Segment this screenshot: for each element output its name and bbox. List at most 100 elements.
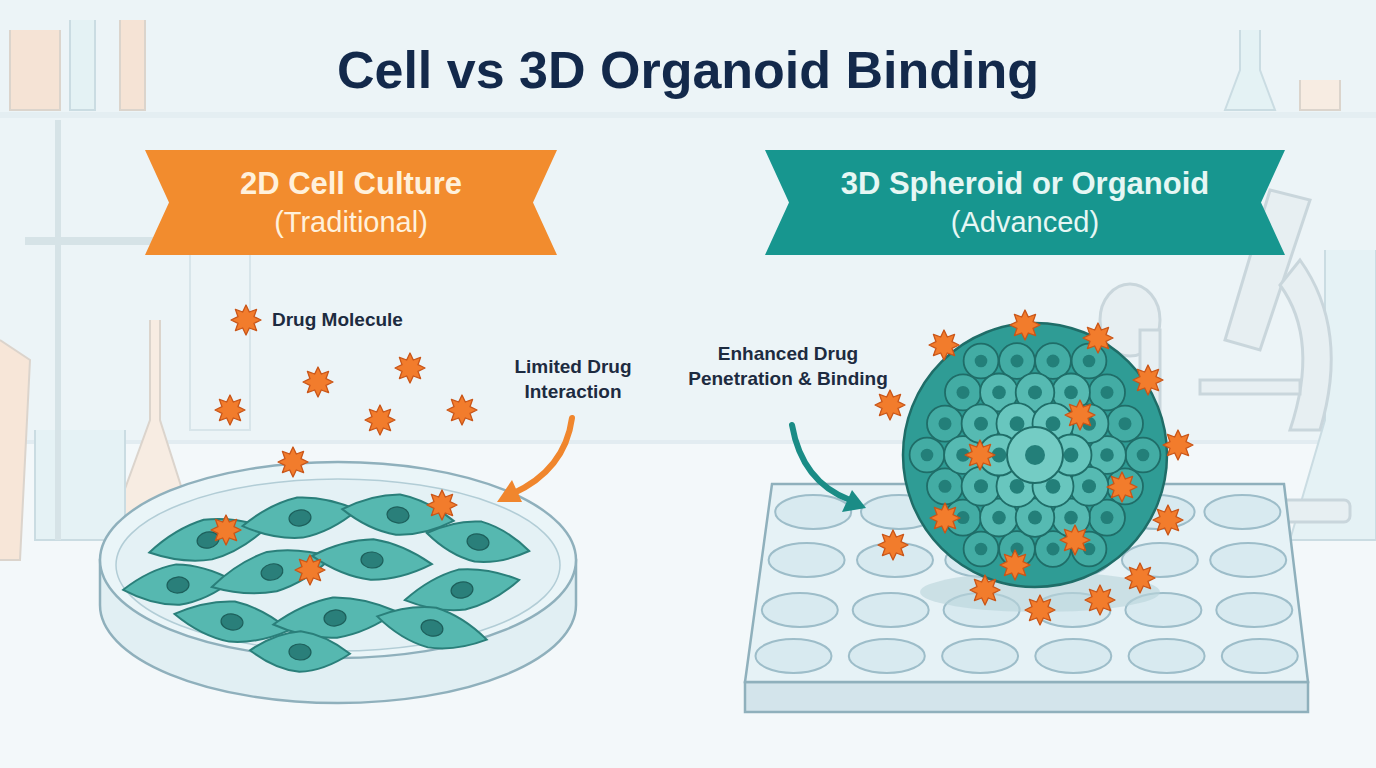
cell-nucleus <box>957 386 970 399</box>
drug-molecule <box>1010 310 1040 340</box>
well <box>1210 543 1286 577</box>
spheroid-cell <box>964 344 999 379</box>
cell-nucleus <box>1028 385 1042 399</box>
drug-molecule <box>1107 472 1137 502</box>
dish-rim <box>100 462 576 658</box>
flat-cell <box>207 537 337 606</box>
stand-clamp <box>25 237 155 245</box>
flask <box>0 340 30 560</box>
cell-nucleus <box>974 417 988 431</box>
drug-molecule <box>447 395 477 425</box>
cell-nucleus <box>1101 511 1114 524</box>
cell-nucleus <box>420 618 445 638</box>
cell-nucleus <box>1046 479 1061 494</box>
flask <box>1225 30 1275 110</box>
well <box>1035 639 1111 673</box>
drug-molecule <box>1025 595 1055 625</box>
cell-nucleus <box>1010 479 1025 494</box>
drug-molecule <box>1085 585 1115 615</box>
cell-nucleus <box>1047 355 1060 368</box>
drug-molecule <box>1133 365 1163 395</box>
callout-label: Enhanced Drug Penetration & Binding <box>688 342 888 391</box>
dish-floor <box>116 479 560 651</box>
petri-dish <box>100 462 576 703</box>
cell-nucleus <box>992 386 1006 400</box>
banner-ribbon <box>765 150 1285 255</box>
cell-nucleus <box>974 479 988 493</box>
cell-body <box>373 596 491 659</box>
drug-molecule <box>929 330 959 360</box>
cell-nucleus <box>1046 416 1061 431</box>
cell-nucleus <box>1101 386 1114 399</box>
drug-molecule <box>1000 550 1030 580</box>
spheroid-body <box>903 323 1167 587</box>
cell-nucleus <box>1119 417 1132 430</box>
well <box>769 543 845 577</box>
drug-molecule <box>215 395 245 425</box>
beaker <box>10 30 60 110</box>
back-wall <box>0 0 1376 440</box>
cell-body <box>240 489 361 545</box>
banner-heading: 2D Cell Culture <box>240 165 462 204</box>
cylinder <box>70 20 95 110</box>
drug-molecule <box>965 440 995 470</box>
flat-cell <box>249 630 350 674</box>
cell-nucleus <box>921 449 934 462</box>
cell-nucleus <box>1025 445 1045 465</box>
cell-nucleus <box>1082 479 1096 493</box>
drug-molecule <box>395 353 425 383</box>
well-plate <box>745 484 1308 712</box>
legend-row: Drug Molecule <box>228 302 403 338</box>
banner-subheading: (Traditional) <box>274 204 428 240</box>
orange-banner: 2D Cell Culture(Traditional) <box>145 150 557 255</box>
drug-molecule <box>427 490 457 520</box>
well <box>853 593 929 627</box>
teal-banner: 3D Spheroid or Organoid(Advanced) <box>765 150 1285 255</box>
well <box>1216 593 1292 627</box>
flat-cell <box>423 513 532 571</box>
cell-nucleus <box>466 532 490 552</box>
drug-molecule <box>295 555 325 585</box>
cell-nucleus <box>1010 416 1025 431</box>
stand-rod <box>55 120 61 540</box>
spheroid-cell <box>1072 344 1107 379</box>
spheroid-cell <box>910 438 945 473</box>
flat-cell <box>373 596 491 659</box>
callout-arrow <box>512 418 572 494</box>
cell-nucleus <box>1064 448 1079 463</box>
cell-nucleus <box>992 511 1006 525</box>
drug-molecule <box>1125 563 1155 593</box>
diagram-title: Cell vs 3D Organoid Binding <box>0 40 1376 100</box>
well <box>762 593 838 627</box>
cell-nucleus <box>166 576 189 594</box>
cell-nucleus <box>259 562 284 583</box>
cell-nucleus <box>975 355 988 368</box>
cell-nucleus <box>1028 511 1042 525</box>
drug-molecule <box>875 390 905 420</box>
cylinder <box>120 20 145 110</box>
well <box>756 639 832 673</box>
drug-molecule <box>1060 525 1090 555</box>
spheroid <box>903 323 1167 612</box>
cell-nucleus <box>939 480 952 493</box>
cell-body <box>423 513 532 571</box>
shelf <box>0 112 1376 118</box>
cell-nucleus <box>323 609 347 627</box>
cell-nucleus <box>288 509 312 528</box>
spheroid-cell <box>964 532 999 567</box>
arrow-head <box>497 480 522 502</box>
drug-molecule <box>1083 323 1113 353</box>
well <box>849 639 925 673</box>
spheroid-cell <box>1126 438 1161 473</box>
cell-nucleus <box>386 506 410 524</box>
cell-body <box>311 535 434 584</box>
callout-arrow <box>792 425 850 500</box>
cell-nucleus <box>1137 449 1150 462</box>
cell-nucleus <box>360 551 383 568</box>
microscope-arm <box>1280 260 1331 430</box>
cell-nucleus <box>1047 543 1060 556</box>
plate-side <box>745 682 1308 712</box>
microscope-stage <box>1200 380 1300 394</box>
